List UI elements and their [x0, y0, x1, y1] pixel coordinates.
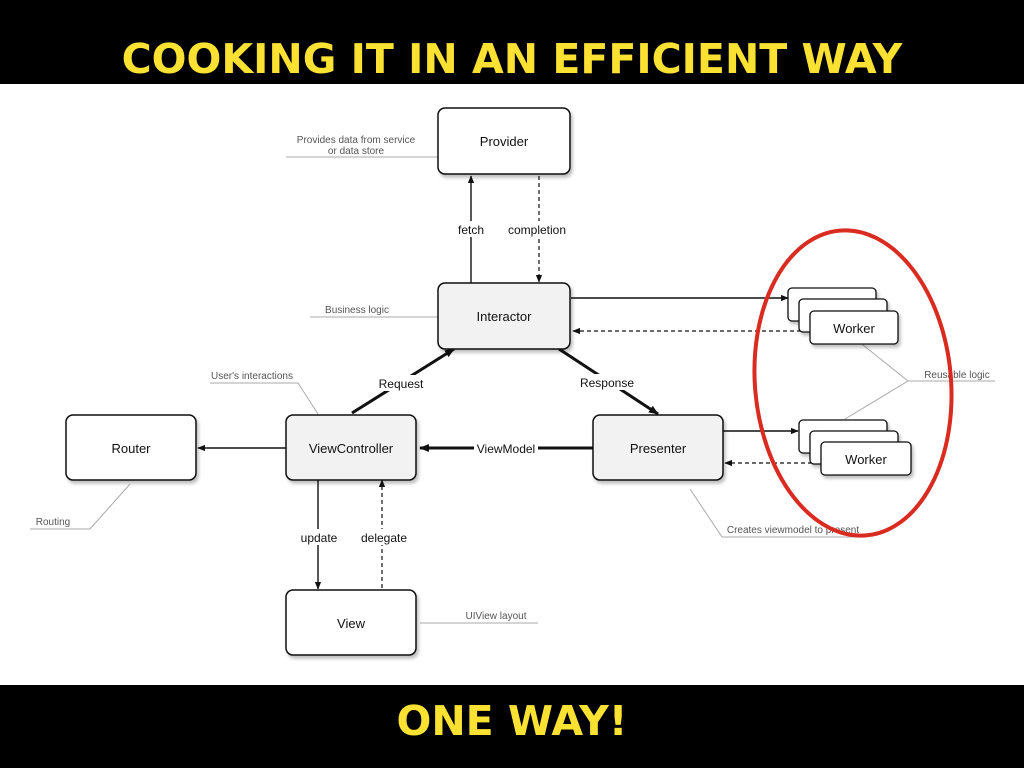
routing-note: Routing — [36, 517, 70, 528]
view-label: View — [337, 616, 366, 631]
delegate-label: delegate — [361, 531, 407, 545]
business-logic-note: Business logic — [325, 305, 389, 316]
worker-stack-top: Worker — [787, 287, 899, 345]
worker-top-label: Worker — [833, 321, 875, 336]
presenter-label: Presenter — [630, 441, 687, 456]
worker-stack-bottom: Worker — [798, 419, 912, 476]
slide-title: COOKING IT IN AN EFFICIENT WAY — [121, 35, 903, 83]
provider-note-line1: Provides data from service — [297, 135, 416, 146]
slide-footer: ONE WAY! — [396, 697, 628, 745]
highlight-circle — [752, 228, 954, 538]
view-node: View — [285, 589, 417, 656]
update-label: update — [301, 531, 338, 545]
creates-viewmodel-note: Creates viewmodel to present — [727, 525, 860, 536]
viewmodel-label: ViewModel — [477, 442, 535, 456]
interactor-label: Interactor — [477, 309, 533, 324]
diagram-panel: Provider Interactor Router ViewControlle… — [0, 84, 1024, 685]
provider-note-line2: or data store — [328, 146, 385, 157]
fetch-label: fetch — [458, 223, 484, 237]
users-interactions-note: User's interactions — [211, 371, 293, 382]
provider-label: Provider — [480, 134, 529, 149]
architecture-diagram: Provider Interactor Router ViewControlle… — [30, 107, 995, 656]
uiview-layout-note: UIView layout — [466, 611, 527, 622]
reusable-logic-note: Reusable logic — [924, 370, 990, 381]
viewcontroller-node: ViewController — [285, 414, 417, 481]
presenter-node: Presenter — [592, 414, 724, 481]
router-label: Router — [111, 441, 151, 456]
annotation-leaders — [30, 156, 995, 624]
router-node: Router — [65, 414, 197, 481]
worker-bottom-label: Worker — [845, 452, 887, 467]
viewcontroller-label: ViewController — [309, 441, 394, 456]
completion-label: completion — [508, 223, 566, 237]
provider-node: Provider — [437, 107, 571, 175]
response-label: Response — [580, 376, 634, 390]
interactor-node: Interactor — [437, 282, 571, 350]
request-label: Request — [379, 377, 424, 391]
